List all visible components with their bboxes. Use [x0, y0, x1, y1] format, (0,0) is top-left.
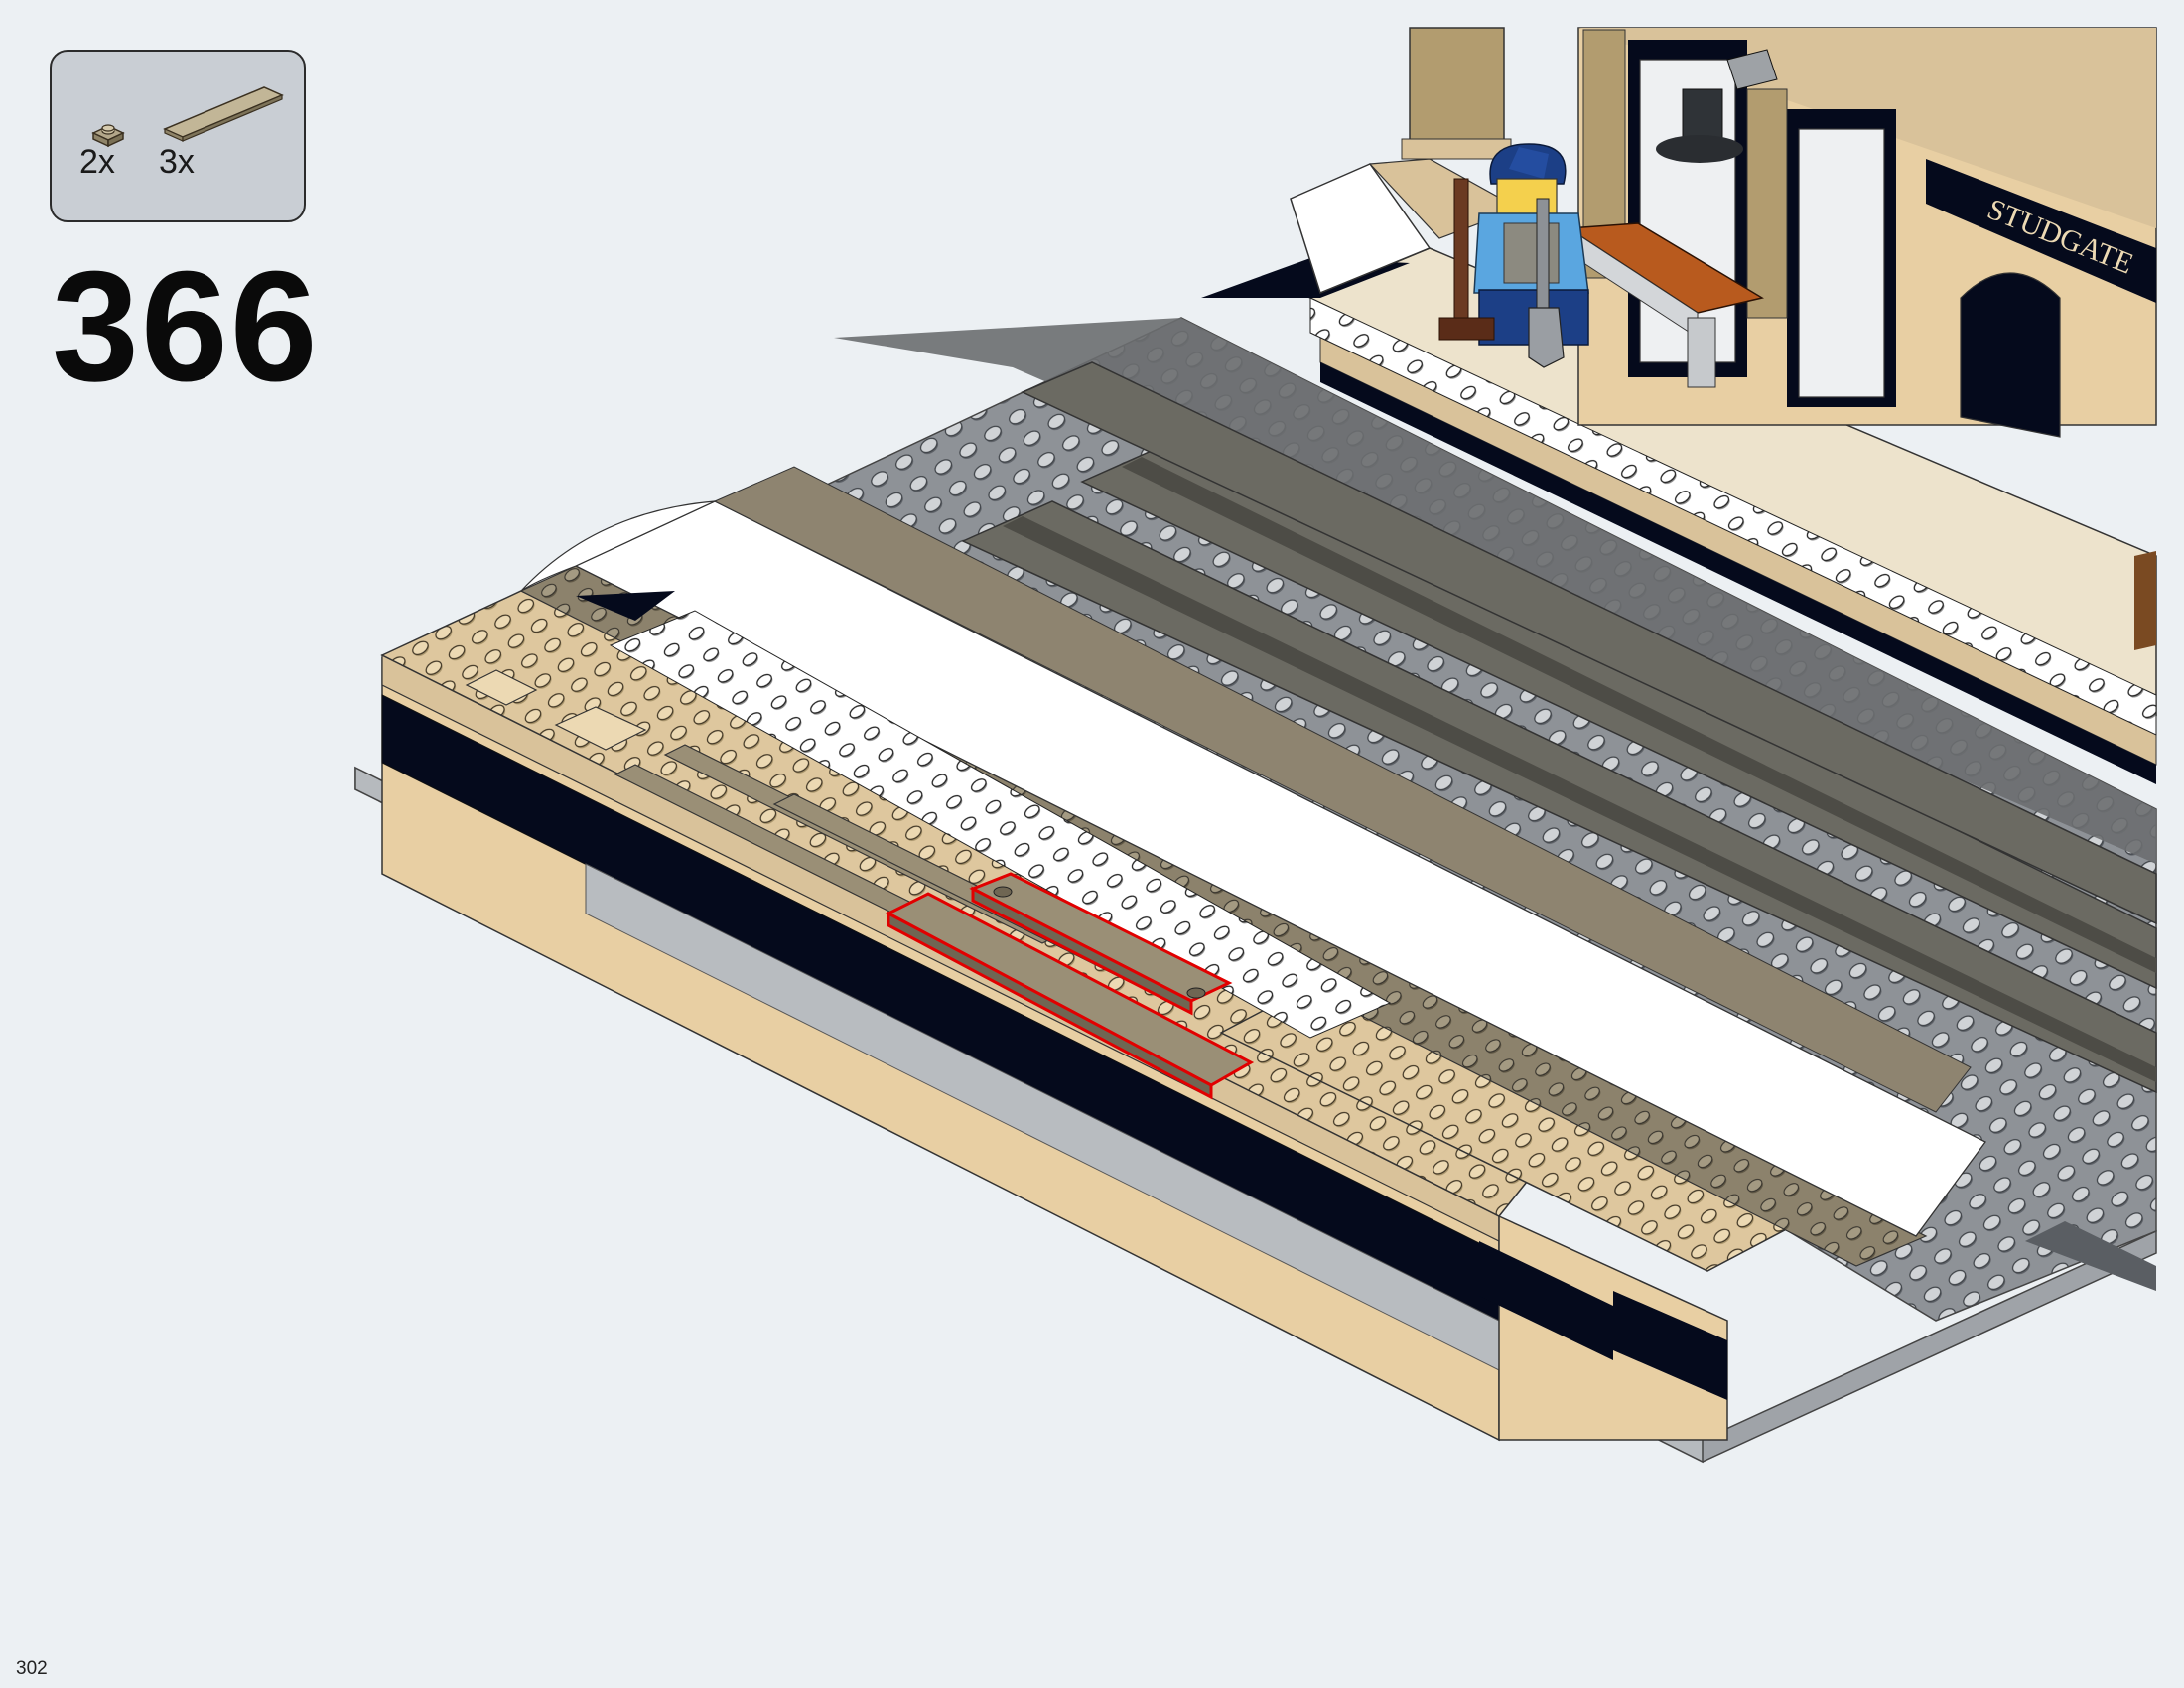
part-quantity: 3x [159, 143, 195, 181]
page-number: 302 [16, 1658, 48, 1679]
tile-1x6-part [161, 83, 285, 143]
part-quantity: 2x [79, 143, 115, 181]
parts-callout: 2x 3x [50, 50, 306, 222]
minifigure-worker [1438, 143, 1589, 368]
highlighted-new-parts [885, 872, 1255, 1100]
plate-1x1-part [91, 121, 125, 149]
step-number: 366 [52, 239, 320, 414]
